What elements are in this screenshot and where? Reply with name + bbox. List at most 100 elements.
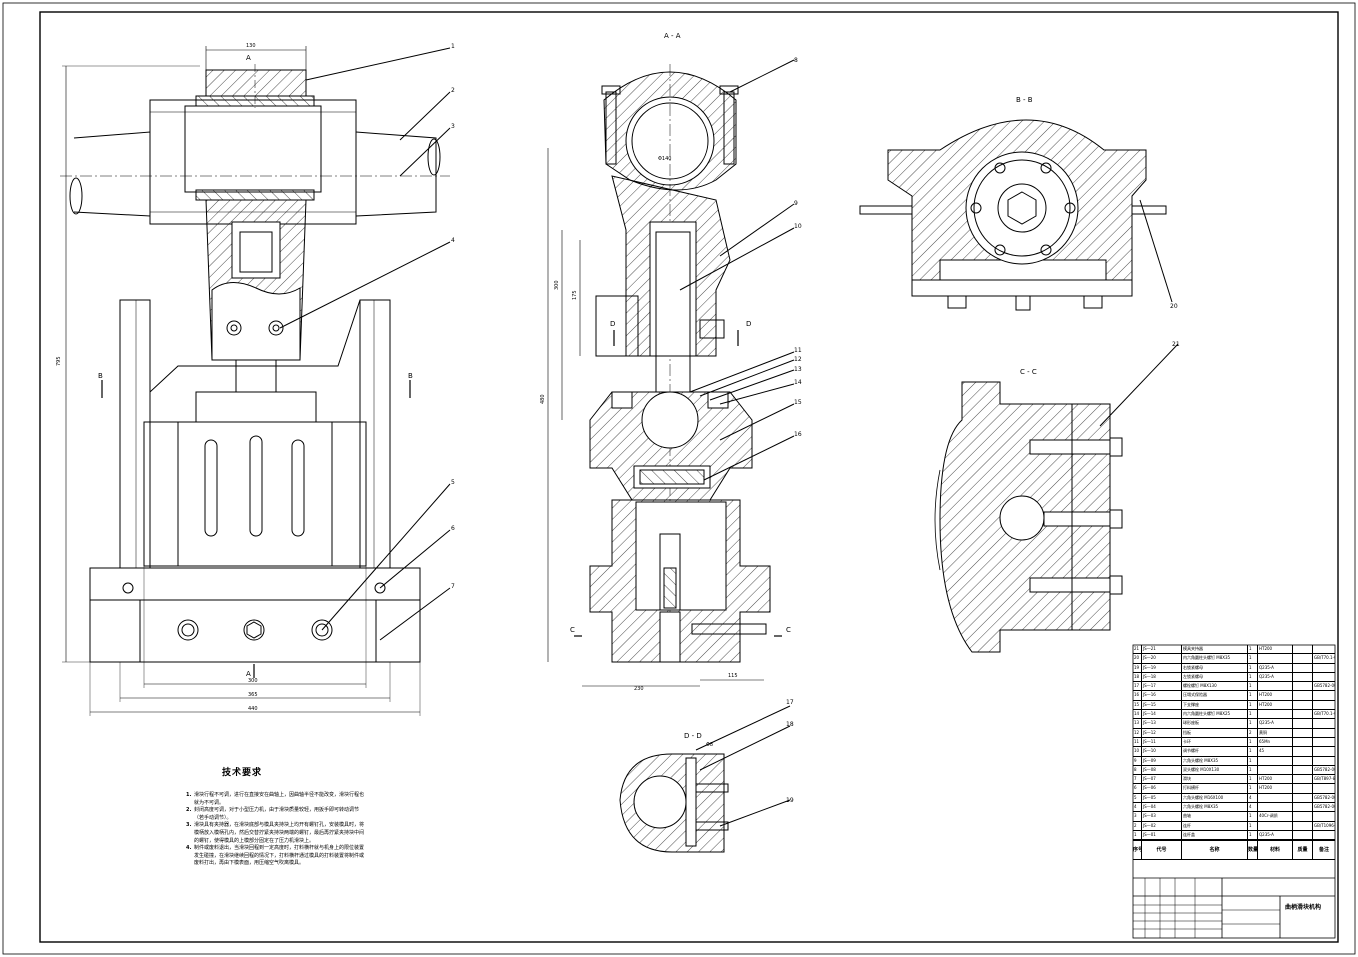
bom-cell-qty: 1 xyxy=(1248,654,1258,663)
bom-cell-qty: 1 xyxy=(1248,710,1258,719)
bom-header-no: 序号 xyxy=(1133,841,1142,860)
bom-cell-weight xyxy=(1293,765,1313,775)
part-number-17: 17 xyxy=(786,699,794,706)
bom-cell-remark xyxy=(1313,719,1335,727)
bom-cell-qty: 1 xyxy=(1248,812,1258,821)
bom-cell-weight xyxy=(1293,737,1313,747)
bom-cell-code: JS—19 xyxy=(1142,663,1182,672)
bom-cell-mat xyxy=(1258,756,1293,765)
bom-cell-code: JS—16 xyxy=(1142,691,1182,700)
bom-cell-qty: 1 xyxy=(1248,756,1258,765)
part-number-21: 21 xyxy=(1172,341,1180,348)
tech-requirement-item: 1.滑块行程不可调，进行在直接安在曲轴上，因曲轴半径不能改变，滑块行程也就为不可… xyxy=(186,792,364,807)
drawing-title: 曲柄滑块机构 xyxy=(1285,904,1322,911)
bom-cell-qty: 1 xyxy=(1248,765,1258,775)
bom-cell-mat: Q235-A xyxy=(1258,830,1293,840)
bom-cell-mat xyxy=(1258,793,1293,803)
bom-cell-code: JS—03 xyxy=(1142,812,1182,821)
bom-cell-weight xyxy=(1293,691,1313,700)
dim-aa-480: 480 xyxy=(540,394,546,404)
bom-cell-code: JS—05 xyxy=(1142,793,1182,803)
bom-cell-remark xyxy=(1313,701,1335,709)
dim-aa-115: 115 xyxy=(728,673,738,679)
bom-cell-qty: 1 xyxy=(1248,645,1258,654)
bom-cell-name: 双头螺栓 M10X130 xyxy=(1182,765,1248,775)
bom-cell-remark: GB/T897-88 xyxy=(1314,776,1335,782)
bom-cell-qty: 1 xyxy=(1248,747,1258,756)
bom-cell-weight xyxy=(1293,719,1313,728)
bom-cell-no: 14 xyxy=(1133,710,1142,719)
dim-bore: Φ140 xyxy=(658,156,671,162)
bom-cell-weight xyxy=(1293,654,1313,663)
bom-cell-code: JS—17 xyxy=(1142,682,1182,691)
bom-cell-name: 调节螺杆 xyxy=(1182,747,1248,756)
part-number-13: 13 xyxy=(794,366,802,373)
bom-cell-remark xyxy=(1313,729,1335,737)
bom-cell-no: 7 xyxy=(1133,775,1142,784)
bom-cell-no: 4 xyxy=(1133,803,1142,812)
bom-cell-no: 18 xyxy=(1133,672,1142,682)
part-number-11: 11 xyxy=(794,347,802,354)
bom-cell-name: 连杆 xyxy=(1182,821,1248,830)
label-c-left: C xyxy=(570,626,575,634)
bom-cell-no: 9 xyxy=(1133,756,1142,765)
tech-requirement-number: 2. xyxy=(186,807,192,814)
bom-cell-mat: HT200 xyxy=(1258,700,1293,710)
bom-cell-no: 19 xyxy=(1133,663,1142,672)
bom-cell-no: 8 xyxy=(1133,765,1142,775)
bom-cell-qty: 2 xyxy=(1248,728,1258,737)
bom-cell-remark: GB/T1096-97 xyxy=(1314,822,1335,828)
tech-requirement-text: 滑块行程不可调，进行在直接安在曲轴上，因曲轴半径不能改变，滑块行程也就为不可调。 xyxy=(194,792,365,806)
part-number-19: 19 xyxy=(786,797,794,804)
part-number-3: 3 xyxy=(451,123,455,130)
bom-cell-code: JS—10 xyxy=(1142,747,1182,756)
bom-cell-mat xyxy=(1258,803,1293,812)
bom-cell-weight xyxy=(1293,728,1313,737)
part-number-1: 1 xyxy=(451,43,455,50)
bom-cell-qty: 1 xyxy=(1248,700,1258,710)
title-block-lines xyxy=(1132,644,1336,939)
bom-cell-no: 21 xyxy=(1133,645,1142,654)
label-aa: A - A xyxy=(664,32,681,40)
bom-cell-weight xyxy=(1293,821,1313,830)
dim-aa-230: 230 xyxy=(634,686,644,692)
dim-440: 440 xyxy=(248,706,258,712)
dim-dd: Φ8 xyxy=(706,742,713,748)
part-number-15: 15 xyxy=(794,399,802,406)
label-d-left: D xyxy=(610,320,615,328)
bom-cell-mat: Q235-A xyxy=(1258,719,1293,728)
bom-cell-name: 滑块 xyxy=(1182,775,1248,784)
bom-cell-weight xyxy=(1293,747,1313,756)
bom-cell-remark xyxy=(1313,831,1335,839)
bom-cell-qty: 1 xyxy=(1248,672,1258,682)
bom-cell-qty: 1 xyxy=(1248,784,1258,793)
bom-cell-qty: 1 xyxy=(1248,737,1258,747)
bom-cell-mat xyxy=(1258,821,1293,830)
label-cc: C - C xyxy=(1020,368,1037,376)
bom-cell-name: 左锁紧螺母 xyxy=(1182,672,1248,682)
bom-cell-weight xyxy=(1293,682,1313,691)
bom-cell-no: 13 xyxy=(1133,719,1142,728)
section-aa-view xyxy=(547,59,795,687)
part-number-18: 18 xyxy=(786,721,794,728)
bom-cell-mat: Q235-A xyxy=(1258,663,1293,672)
inner-border xyxy=(39,11,1339,943)
bom-cell-code: JS—21 xyxy=(1142,645,1182,654)
section-dd-view xyxy=(619,705,791,853)
bom-cell-code: JS—11 xyxy=(1142,737,1182,747)
bom-cell-weight xyxy=(1293,710,1313,719)
bom-cell-no: 2 xyxy=(1133,821,1142,830)
part-number-2: 2 xyxy=(451,87,455,94)
part-number-5: 5 xyxy=(451,479,455,486)
label-c-right: C xyxy=(786,626,791,634)
part-number-14: 14 xyxy=(794,379,802,386)
bom-cell-weight xyxy=(1293,793,1313,803)
tech-requirement-item: 4.制件或废料退出，当滑块回程到一定高度时，打料横杆就与机身上的限位装置发生碰撞… xyxy=(186,845,364,868)
